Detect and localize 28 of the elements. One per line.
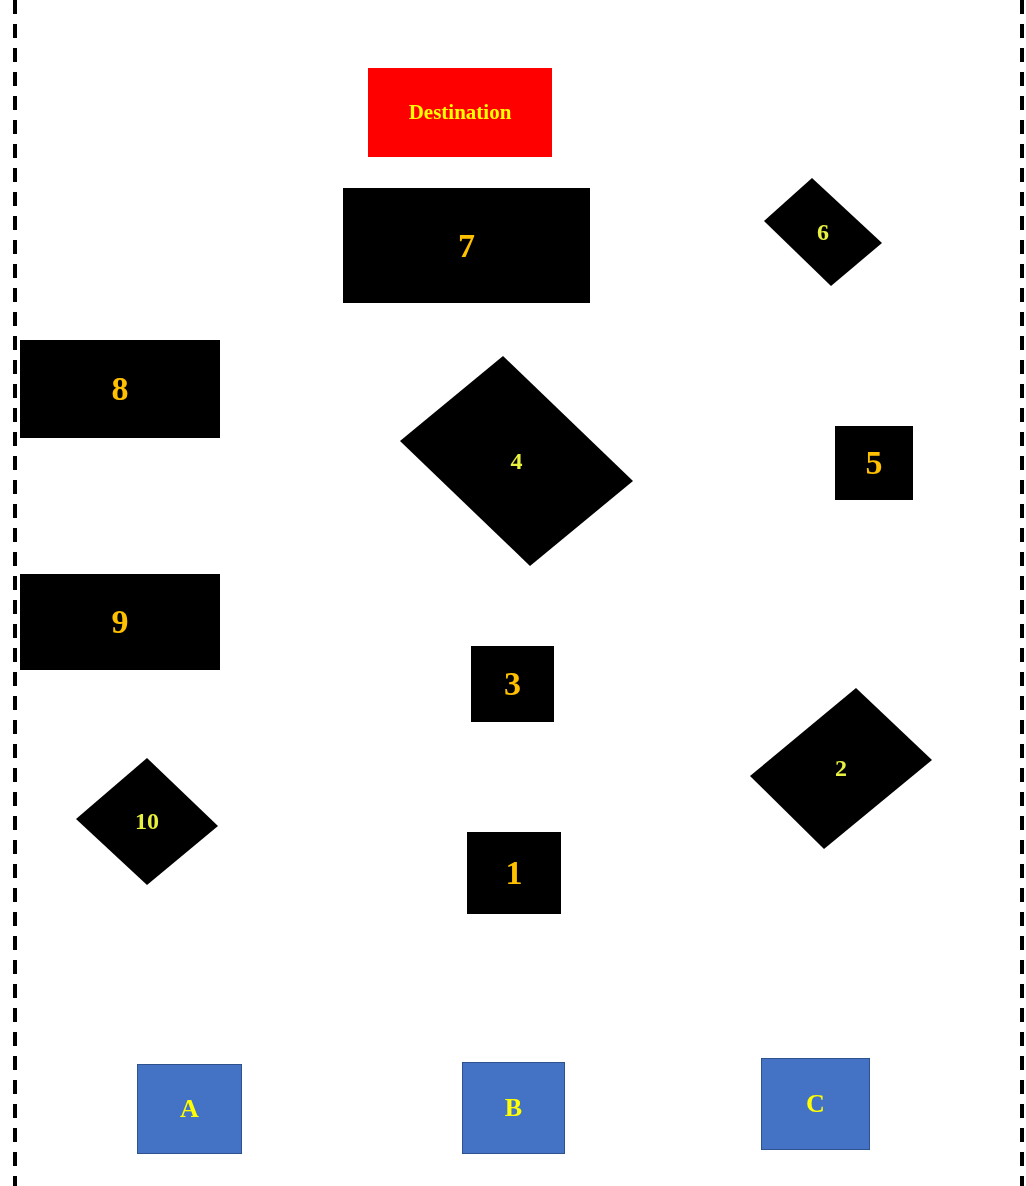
block-diamond xyxy=(76,758,218,885)
node-label: 2 xyxy=(835,755,847,782)
node-label: B xyxy=(504,1093,523,1123)
block-diamond xyxy=(400,356,633,566)
block-diamond xyxy=(750,688,932,849)
node-label: 7 xyxy=(458,226,475,265)
block-box xyxy=(835,426,913,500)
lane-box xyxy=(137,1064,242,1154)
node-label: A xyxy=(180,1094,199,1124)
node-label: C xyxy=(806,1089,825,1119)
node-label: 9 xyxy=(111,603,129,641)
node-label: Destination xyxy=(408,100,512,125)
block-box xyxy=(343,188,590,303)
lane-box xyxy=(462,1062,565,1154)
node-label: 10 xyxy=(135,808,159,835)
block-diamond xyxy=(764,178,882,286)
node-label: 6 xyxy=(817,218,829,246)
node-label: 8 xyxy=(111,370,129,408)
node-label: 3 xyxy=(504,665,521,703)
block-box xyxy=(20,340,220,438)
node-label: 1 xyxy=(505,854,523,892)
lane-box xyxy=(761,1058,870,1150)
destination-box xyxy=(368,68,552,157)
block-box xyxy=(467,832,561,914)
node-label: 5 xyxy=(865,444,883,482)
block-box xyxy=(471,646,554,722)
node-label: 4 xyxy=(510,447,523,475)
block-box xyxy=(20,574,220,670)
